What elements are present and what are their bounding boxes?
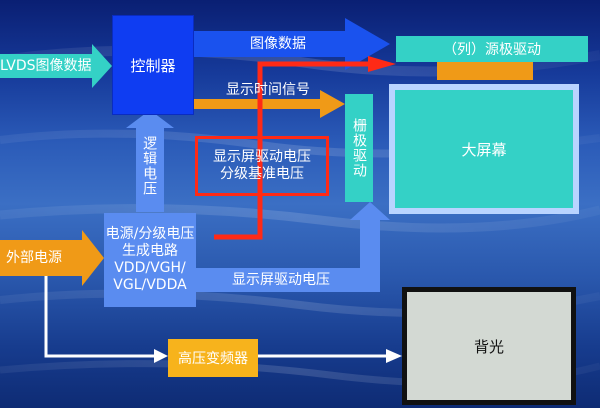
- driver-voltage-arrow: [195, 202, 390, 292]
- controller-label: 控制器: [130, 56, 176, 75]
- lvds-input-label: LVDS图像数据: [0, 58, 92, 74]
- timing-signal-arrow: [193, 90, 345, 118]
- gate-driver-block: 栅极驱动: [345, 94, 373, 202]
- source-driver-label: （列）源极驱动: [443, 42, 541, 58]
- gate-driver-label: 栅极驱动: [351, 118, 367, 178]
- external-power-arrow: [0, 230, 104, 286]
- image-data-label: 图像数据: [250, 36, 306, 52]
- hv-inverter-block: 高压变频器: [168, 339, 258, 377]
- inverter-feed-arrowhead: [154, 349, 168, 363]
- logic-voltage-arrow: [126, 110, 174, 212]
- red-signal-arrowhead: [368, 56, 396, 72]
- timing-signal-label: 显示时间信号: [226, 82, 310, 98]
- driver-voltage-label: 显示屏驱动电压: [232, 272, 330, 288]
- lvds-input-arrow: [0, 44, 112, 88]
- source-driver-block: （列）源极驱动: [396, 36, 588, 62]
- logic-voltage-label: 逻辑电压: [141, 136, 158, 196]
- hv-inverter-label: 高压变频器: [178, 351, 248, 367]
- big-screen-label: 大屏幕: [461, 140, 507, 159]
- reference-voltage-label: 显示屏驱动电压 分级基准电压: [213, 148, 311, 183]
- image-data-arrow: [193, 18, 390, 70]
- external-power-label: 外部电源: [6, 250, 62, 266]
- controller-block: 控制器: [112, 15, 194, 115]
- backlight-block: 背光: [402, 287, 576, 405]
- big-screen-block: 大屏幕: [389, 84, 579, 214]
- backlight-label: 背光: [473, 337, 504, 356]
- power-generation-block: 电源/分级电压 生成电路 VDD/VGH/ VGL/VDDA: [104, 213, 196, 307]
- power-generation-label: 电源/分级电压 生成电路 VDD/VGH/ VGL/VDDA: [105, 226, 195, 293]
- backlight-feed-arrowhead: [386, 349, 402, 363]
- red-signal-line: [214, 61, 370, 240]
- reference-voltage-box: 显示屏驱动电压 分级基准电压: [195, 136, 329, 196]
- source-driver-link: [437, 62, 533, 80]
- inverter-feed-line: [44, 276, 156, 358]
